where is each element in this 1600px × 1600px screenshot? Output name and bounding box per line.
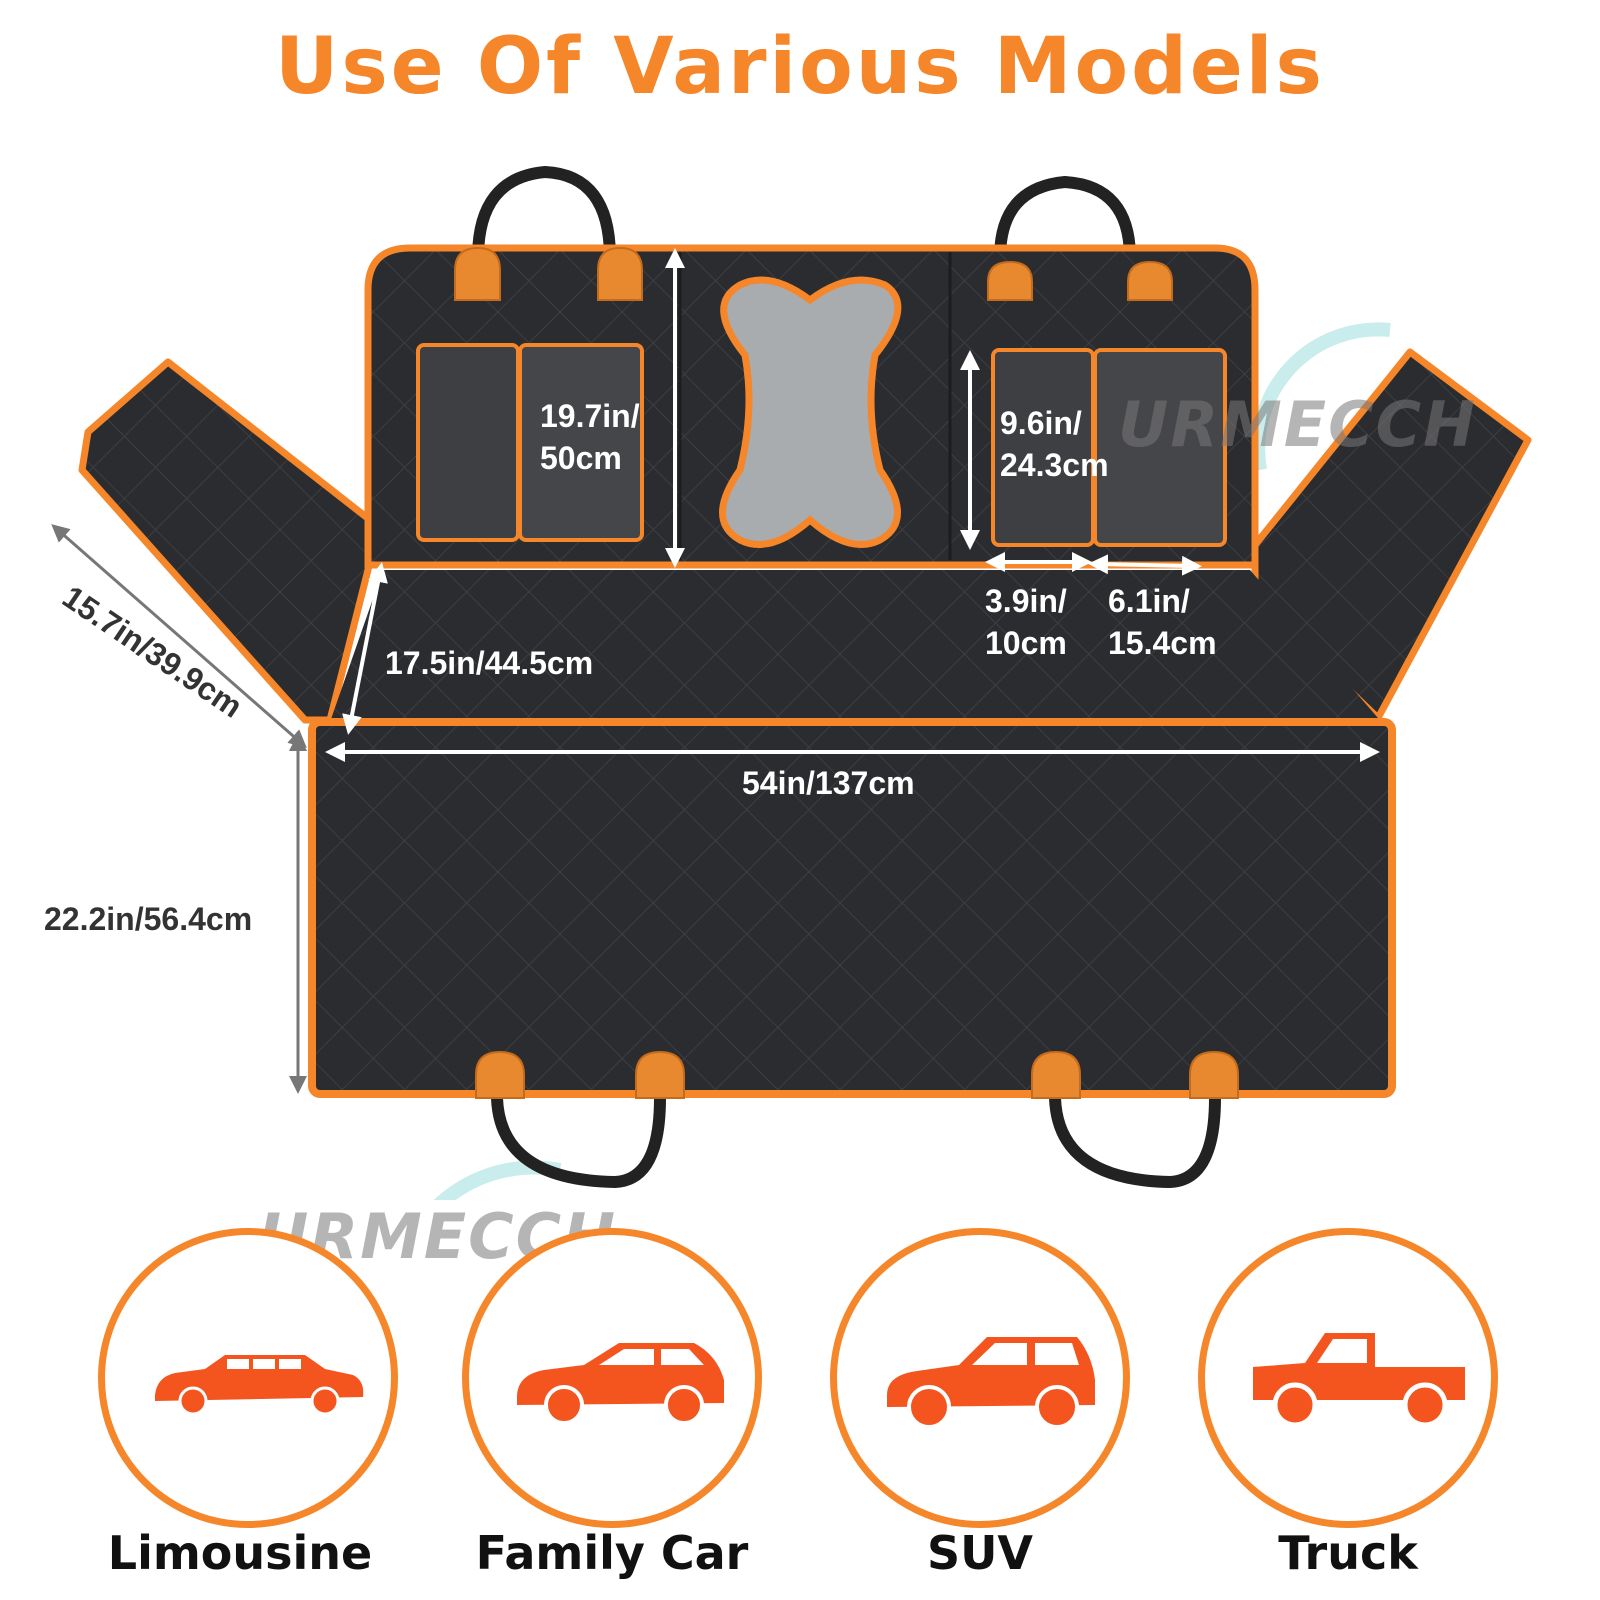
dimension-bottom-depth: 22.2in/56.4cm (44, 901, 253, 937)
left-side-flap (78, 358, 374, 724)
dimension-pocket-height: 9.6in/ 24.3cm (1000, 405, 1109, 483)
watermark-arc-top (1251, 322, 1391, 472)
pocket-large-arrow (1088, 554, 1202, 576)
dimension-pocket-large-width: 6.1in/ 15.4cm (1108, 583, 1217, 661)
family-car-icon (517, 1343, 724, 1425)
tab-icon (1189, 1050, 1239, 1099)
flap-arrow (51, 524, 307, 748)
dimension-seat-depth: 17.5in/44.5cm (385, 645, 594, 681)
tab-icon (987, 260, 1033, 301)
bottom-handle-right (1049, 1092, 1221, 1189)
tab-icon (475, 1050, 525, 1099)
watermark-arc-bottom (433, 1160, 562, 1200)
right-pockets (991, 348, 1227, 547)
suv-icon (887, 1337, 1095, 1429)
model-label-truck: Truck (1278, 1526, 1418, 1580)
model-circle-suv (830, 1228, 1130, 1528)
tab-icon (635, 1050, 685, 1099)
model-circle-family-car (462, 1228, 762, 1528)
dimension-pocket-small-width: 3.9in/ 10cm (985, 583, 1067, 661)
left-pockets (416, 343, 644, 542)
model-label-suv: SUV (926, 1526, 1034, 1580)
tab-icon (454, 246, 501, 301)
seat-panel (330, 570, 1378, 722)
top-handle-right (994, 175, 1136, 264)
model-label-limousine: Limousine (107, 1526, 373, 1580)
model-label-family-car: Family Car (475, 1526, 749, 1580)
bottom-handle-left (491, 1092, 666, 1189)
tab-icon (597, 246, 643, 301)
truck-icon (1253, 1333, 1465, 1428)
tab-icon (1031, 1050, 1081, 1099)
page-title: Use Of Various Models (275, 22, 1325, 112)
dimension-backrest-height: 19.7in/ 50cm (540, 398, 640, 476)
dimension-bottom-width: 54in/137cm (742, 765, 915, 801)
bottom-panel (308, 718, 1396, 1098)
model-circle-truck (1198, 1228, 1498, 1528)
model-circle-limousine (98, 1228, 398, 1528)
limousine-icon (155, 1355, 364, 1416)
seat-arrow (342, 562, 388, 735)
seat-cover-illustration (51, 165, 1532, 1200)
top-handle-left (472, 165, 616, 264)
brand-watermark-top: URMECCH (1118, 388, 1478, 461)
tab-icon (1127, 260, 1173, 301)
mesh-window (719, 276, 902, 548)
